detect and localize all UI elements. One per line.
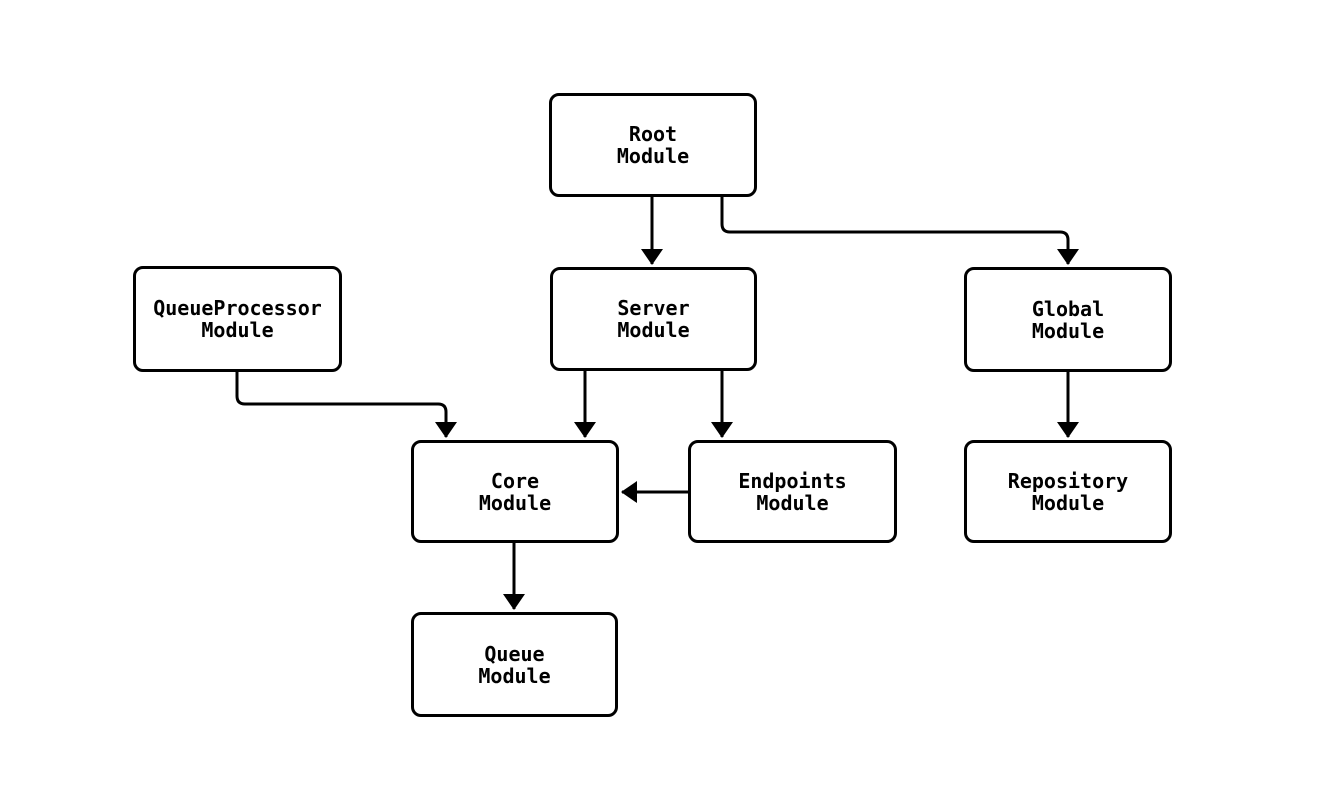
node-queueprocessor-module: QueueProcessor Module	[133, 266, 342, 372]
node-repository-module: Repository Module	[964, 440, 1172, 543]
node-queue-module: Queue Module	[411, 612, 618, 717]
edge-root-to-global	[720, 197, 1079, 265]
node-label-root: Root Module	[616, 122, 690, 168]
node-server-module: Server Module	[550, 267, 757, 371]
node-global-module: Global Module	[964, 267, 1172, 372]
node-label-repository: Repository Module	[1007, 468, 1129, 515]
node-endpoints-module: Endpoints Module	[688, 440, 897, 543]
node-root-module: Root Module	[549, 93, 757, 197]
node-label-queueprocessor: QueueProcessor Module	[153, 296, 322, 342]
node-label-global: Global Module	[1031, 296, 1105, 343]
node-label-endpoints: Endpoints Module	[738, 468, 847, 515]
node-label-queue: Queue Module	[478, 641, 551, 688]
edge-group	[235, 197, 1079, 610]
edge-queueprocessor-to-core	[235, 371, 457, 438]
node-label-server: Server Module	[617, 296, 690, 342]
node-core-module: Core Module	[411, 440, 619, 543]
node-label-core: Core Module	[478, 468, 552, 515]
